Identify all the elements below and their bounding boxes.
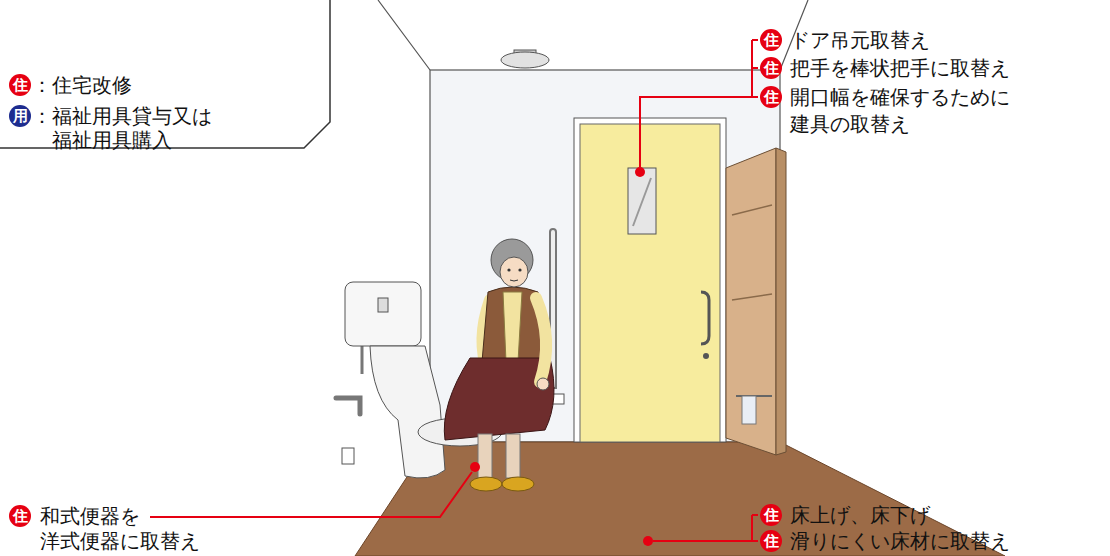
elderly-woman [478, 434, 492, 478]
elderly-woman [506, 434, 520, 478]
legend-text: ：福祉用具貸与又は 福祉用具購入 [32, 104, 252, 152]
badge-mark: 住 [9, 505, 31, 527]
room [355, 0, 1005, 556]
elderly-woman [503, 292, 522, 362]
ceiling-lamp [501, 52, 549, 68]
badge-mark: 住 [760, 86, 782, 108]
open-door-and-shelf [732, 205, 772, 300]
elderly-woman [536, 298, 546, 382]
toilet [361, 346, 364, 374]
toilet [345, 282, 421, 346]
badge-mark: 住 [760, 504, 782, 526]
leader-line [643, 536, 653, 546]
leader-line [635, 167, 645, 177]
ceiling-lamp [501, 50, 549, 68]
callout-text: 床上げ、床下げ [790, 503, 1060, 527]
elderly-woman [444, 239, 554, 491]
elderly-woman [507, 268, 510, 271]
room [378, 0, 808, 70]
callout-text: ドア吊元取替え [790, 28, 1060, 52]
open-door-and-shelf [776, 148, 786, 455]
callout-text: 和式便器を 洋式便器に取替え [40, 504, 280, 554]
elderly-woman [470, 477, 502, 491]
leader-line [640, 40, 758, 167]
door [574, 118, 726, 442]
open-door-and-shelf [742, 396, 756, 424]
callout-text: 滑りにくい床材に取替え [790, 529, 1060, 553]
leader-line [150, 472, 472, 517]
leader-line [653, 515, 758, 541]
legend-text: ：住宅改修 [32, 73, 252, 97]
toilet [342, 448, 354, 464]
door [580, 124, 720, 442]
elderly-woman [510, 280, 518, 281]
elderly-woman [502, 477, 534, 491]
door [701, 292, 709, 344]
leader-line [150, 40, 758, 546]
door [703, 353, 709, 359]
toilet [370, 346, 445, 478]
elderly-woman [537, 378, 549, 390]
callout-text: 開口幅を確保するために 建具の取替え [790, 84, 1040, 138]
badge-mark: 住 [760, 530, 782, 552]
toilet [336, 398, 360, 414]
callout-text: 把手を棒状把手に取替え [790, 56, 1060, 80]
badge-mark: 住 [760, 29, 782, 51]
door [628, 168, 656, 234]
badge-mark: 住 [760, 57, 782, 79]
open-door-and-shelf [726, 148, 776, 455]
leader-line [470, 462, 480, 472]
elderly-woman [500, 257, 528, 287]
door [633, 178, 651, 226]
door [574, 118, 726, 442]
badge-mark: 住 [9, 74, 31, 96]
toilet [378, 298, 388, 312]
open-door-and-shelf [726, 148, 786, 455]
elderly-woman [518, 268, 521, 271]
badge-mark: 用 [9, 105, 31, 127]
